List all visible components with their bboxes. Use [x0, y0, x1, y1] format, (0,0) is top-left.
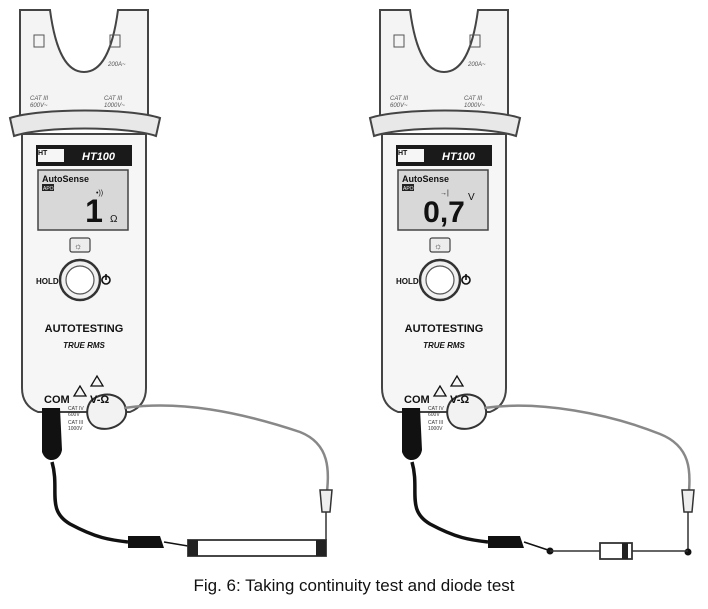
lcd-unit: V — [468, 192, 475, 203]
jaw-cat-right-2: 1000V~ — [464, 103, 485, 109]
test-lead-black — [50, 461, 129, 544]
vohm-label: V-Ω — [90, 394, 109, 406]
hold-label: HOLD — [36, 277, 59, 286]
meter-body — [10, 10, 160, 460]
vohm-label: V-Ω — [450, 394, 469, 406]
terminal-cat-3: CAT III — [68, 420, 83, 426]
jaw-cat-left-2: 600V~ — [390, 103, 408, 109]
meter-body — [370, 10, 520, 460]
brand-logo: HT — [38, 150, 48, 157]
lcd-reading: 0,7 — [423, 196, 465, 229]
model-label: HT100 — [442, 151, 476, 163]
probe-tip-black — [163, 541, 189, 547]
lcd-reading: 1 — [85, 193, 103, 229]
probe-black — [488, 536, 524, 548]
probe-red — [681, 489, 695, 513]
terminal-cat-4: 1000V — [68, 426, 83, 432]
true-rms-label: TRUE RMS — [423, 341, 465, 350]
terminal-cat-4: 1000V — [428, 426, 443, 432]
autotesting-label: AUTOTESTING — [405, 323, 484, 335]
meter-left: HT HT100 CAT III 600V~ CAT III 1000V~ 20… — [10, 10, 333, 557]
true-rms-label: TRUE RMS — [63, 341, 105, 350]
jaw-cat-right-1: CAT III — [464, 96, 483, 102]
light-icon: ☼ — [74, 241, 82, 251]
jaw-cat-left-1: CAT III — [30, 96, 49, 102]
figure-caption: Fig. 6: Taking continuity test and diode… — [193, 576, 515, 595]
diode-cathode-band — [622, 543, 628, 559]
lcd-apo: APO — [403, 186, 414, 192]
jaw-cat-right-2: 1000V~ — [104, 103, 125, 109]
warning-icon-2 — [449, 374, 465, 387]
terminal-cat-1: CAT IV — [428, 406, 444, 412]
autotesting-label: AUTOTESTING — [45, 323, 124, 335]
lcd-mode: AutoSense — [42, 174, 89, 184]
jaw-rating: 200A~ — [467, 62, 486, 68]
lcd-unit: Ω — [110, 214, 118, 225]
lcd-mode: AutoSense — [402, 174, 449, 184]
terminal-cat-3: CAT III — [428, 420, 443, 426]
probe-black — [128, 536, 164, 548]
com-label: COM — [44, 394, 70, 406]
warning-icon-2 — [89, 374, 105, 387]
probe-contact-red — [684, 548, 692, 556]
probe-red — [319, 489, 333, 513]
fuse-cap-left — [188, 540, 198, 556]
jaw-cat-left-2: 600V~ — [30, 103, 48, 109]
test-lead-black — [410, 461, 489, 544]
test-lead-red — [483, 404, 691, 501]
meter-right: HT HT100 CAT III 600V~ CAT III 1000V~ 20… — [370, 10, 695, 560]
jaw-cat-right-1: CAT III — [104, 96, 123, 102]
test-lead-red — [123, 404, 330, 501]
light-icon: ☼ — [434, 241, 442, 251]
lcd-annunciator: →| — [440, 190, 449, 197]
jaw-rating: 200A~ — [107, 62, 126, 68]
terminal-cat-1: CAT IV — [68, 406, 84, 412]
terminal-cat-2: 600V — [68, 412, 80, 418]
lcd-apo: APO — [43, 186, 54, 192]
warning-icon — [432, 384, 448, 397]
probe-tip-black — [523, 541, 549, 551]
terminal-cat-2: 600V — [428, 412, 440, 418]
lcd-annunciator: •)) — [96, 190, 103, 197]
model-label: HT100 — [82, 151, 116, 163]
hold-label: HOLD — [396, 277, 419, 286]
fuse-cap-right — [316, 540, 326, 556]
warning-icon — [72, 384, 88, 397]
com-label: COM — [404, 394, 430, 406]
fuse-body — [187, 539, 327, 557]
brand-logo: HT — [398, 150, 408, 157]
jaw-cat-left-1: CAT III — [390, 96, 409, 102]
